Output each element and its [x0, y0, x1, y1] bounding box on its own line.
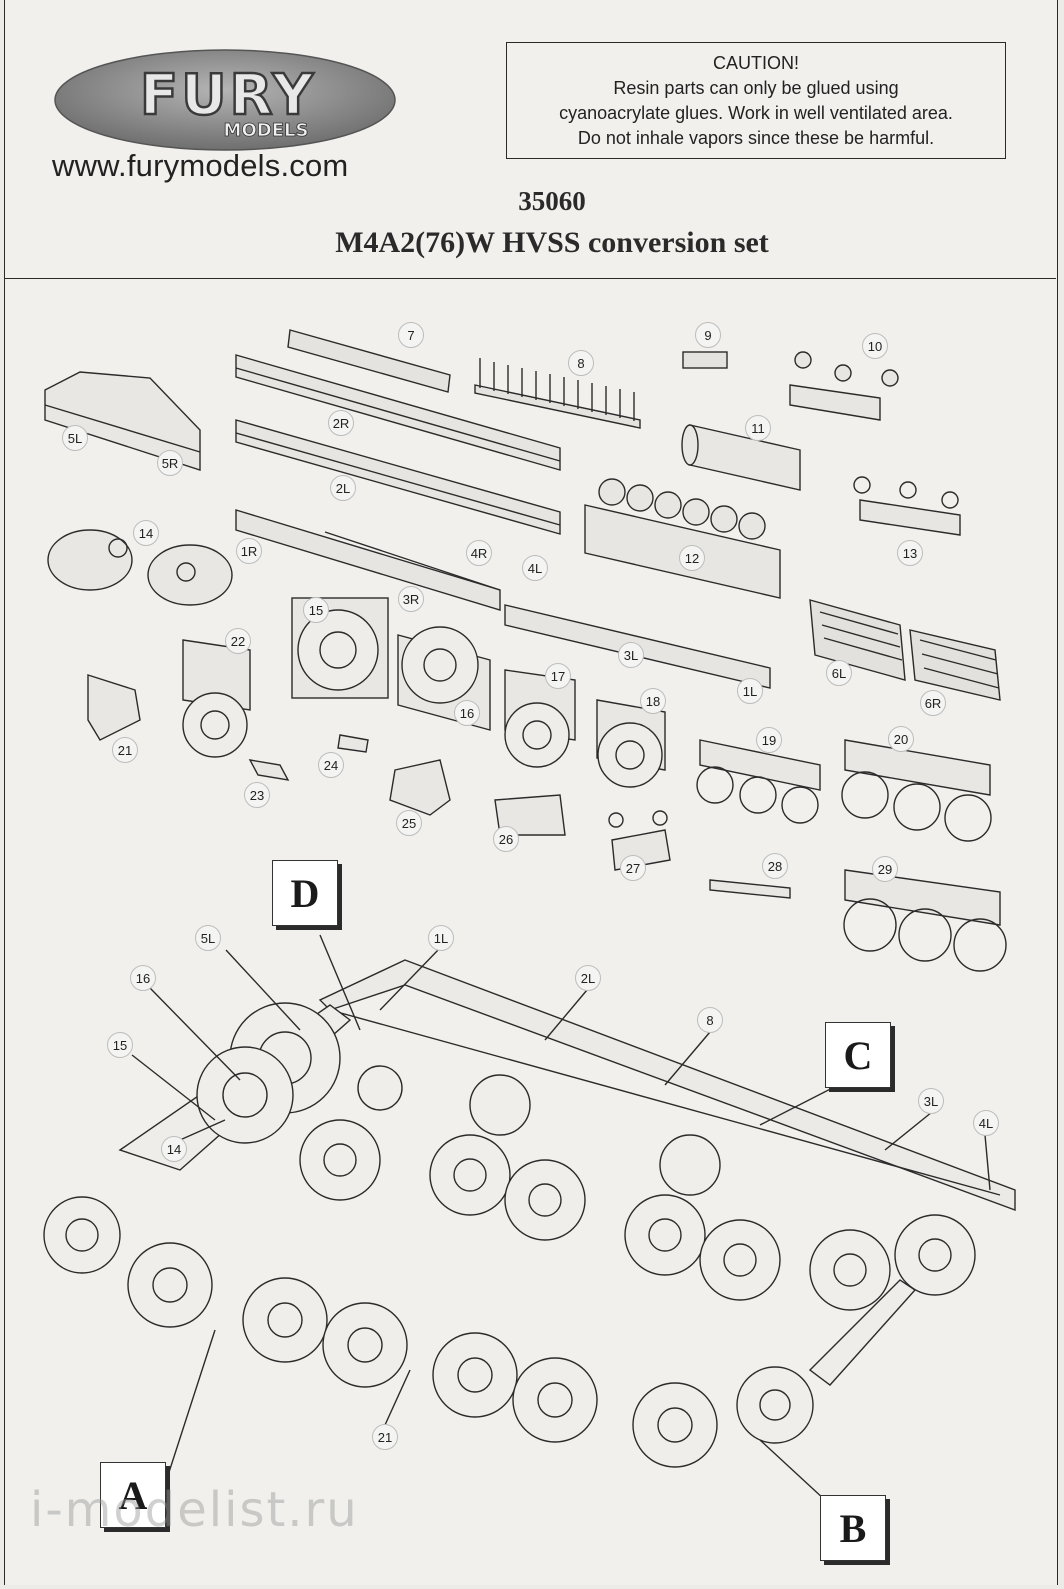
part-label-4R: 4R [466, 540, 492, 566]
part-label-4L: 4L [522, 555, 548, 581]
assembly-label-14: 14 [161, 1136, 187, 1162]
part-label-6R: 6R [920, 690, 946, 716]
part-label-1L: 1L [737, 678, 763, 704]
website-url: www.furymodels.com [52, 148, 349, 183]
part-label-12: 12 [679, 545, 705, 571]
part-label-7: 7 [398, 322, 424, 348]
assembly-label-5L: 5L [195, 925, 221, 951]
part-label-2L: 2L [330, 475, 356, 501]
watermark: i-modelist.ru [30, 1482, 359, 1538]
caution-line: Resin parts can only be glued using [613, 78, 899, 98]
part-label-14: 14 [133, 520, 159, 546]
part-label-3R: 3R [398, 586, 424, 612]
assembly-label-21: 21 [372, 1424, 398, 1450]
part-label-9: 9 [695, 322, 721, 348]
part-label-24: 24 [318, 752, 344, 778]
part-label-27: 27 [620, 855, 646, 881]
part-label-18: 18 [640, 688, 666, 714]
part-label-29: 29 [872, 856, 898, 882]
part-label-1R: 1R [236, 538, 262, 564]
caution-box: CAUTION! Resin parts can only be glued u… [506, 42, 1006, 159]
part-label-23: 23 [244, 782, 270, 808]
part-label-5L: 5L [62, 425, 88, 451]
part-8-teeth [479, 358, 635, 421]
part-label-17: 17 [545, 663, 571, 689]
kit-number: 35060 [518, 186, 586, 216]
part-label-16: 16 [454, 700, 480, 726]
caution-line: cyanoacrylate glues. Work in well ventil… [559, 103, 953, 123]
part-label-20: 20 [888, 726, 914, 752]
callout-C: C [825, 1022, 891, 1088]
part-label-3L: 3L [618, 642, 644, 668]
part-label-8: 8 [568, 350, 594, 376]
part-label-26: 26 [493, 826, 519, 852]
part-label-2R: 2R [328, 410, 354, 436]
caution-line: Do not inhale vapors since these be harm… [577, 128, 935, 148]
callout-A: A [100, 1462, 166, 1528]
callout-D: D [272, 860, 338, 926]
header-divider [4, 278, 1056, 279]
part-label-25: 25 [396, 810, 422, 836]
assembly-label-2L: 2L [575, 965, 601, 991]
part-label-19: 19 [756, 727, 782, 753]
part-label-21: 21 [112, 737, 138, 763]
part-label-11: 11 [745, 415, 771, 441]
logo-models-text: MODELS [224, 120, 309, 141]
part-label-13: 13 [897, 540, 923, 566]
kit-title: M4A2(76)W HVSS conversion set [335, 226, 769, 259]
part-label-22: 22 [225, 628, 251, 654]
part-label-5R: 5R [157, 450, 183, 476]
caution-title: CAUTION! [712, 53, 799, 73]
logo-fury-text: FURY [140, 63, 316, 128]
assembly-label-15: 15 [107, 1032, 133, 1058]
callout-B: B [820, 1495, 886, 1561]
part-label-15: 15 [303, 597, 329, 623]
assembly-label-8: 8 [697, 1007, 723, 1033]
assembly-label-3L: 3L [918, 1088, 944, 1114]
assembly-label-16: 16 [130, 965, 156, 991]
assembly-label-1L: 1L [428, 925, 454, 951]
fury-models-logo: FURY MODELS [54, 49, 396, 151]
part-label-10: 10 [862, 333, 888, 359]
assembly-label-4L: 4L [973, 1110, 999, 1136]
part-label-28: 28 [762, 853, 788, 879]
part-label-6L: 6L [826, 660, 852, 686]
